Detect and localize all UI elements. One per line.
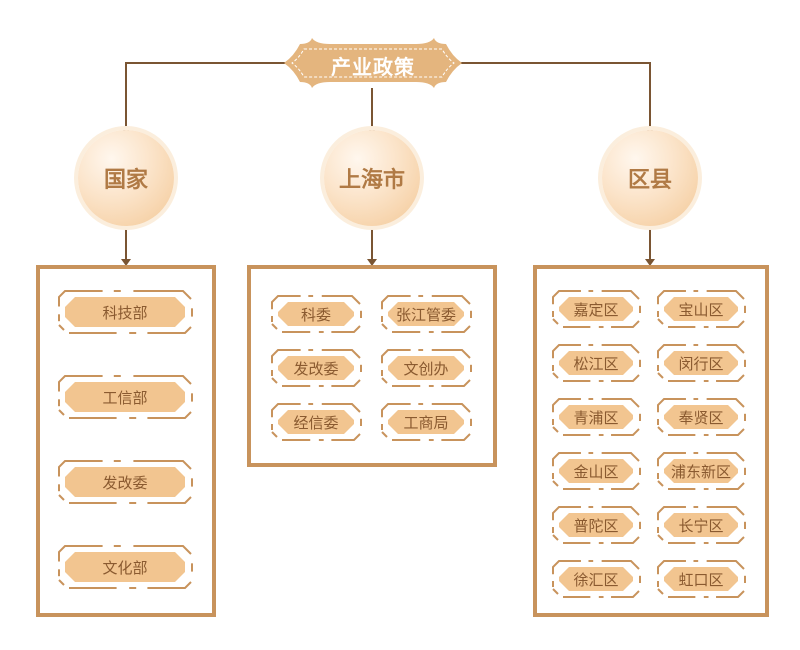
org-tag[interactable]: 长宁区 [654,505,748,545]
tag-frame-shape [552,506,641,544]
tag-frame-shape [271,295,362,333]
org-tag[interactable]: 浦东新区 [654,451,748,491]
tag-frame-shape [657,290,746,328]
tag-frame-shape [271,403,362,441]
tag-frame-shape [58,460,193,504]
arrow-icon [645,259,655,266]
org-tag-label: 张江管委 [395,305,456,324]
org-tag[interactable]: 松江区 [549,343,643,383]
org-tag[interactable]: 文创办 [378,348,474,388]
org-tag[interactable]: 文化部 [55,544,195,590]
org-tag[interactable]: 金山区 [549,451,643,491]
org-tag-label: 科委 [300,305,331,324]
tag-frame-shape [552,344,641,382]
org-tag-label: 松江区 [573,354,619,373]
tag-frame-shape [381,349,472,387]
org-tag[interactable]: 宝山区 [654,289,748,329]
org-tag-label: 发改委 [293,359,339,378]
org-tag[interactable]: 闵行区 [654,343,748,383]
org-tag[interactable]: 青浦区 [549,397,643,437]
category-circle-shanghai[interactable]: 上海市 [324,130,420,226]
tag-frame-shape [58,375,193,419]
tag-frame-shape [381,295,472,333]
org-tag[interactable]: 科委 [268,294,364,334]
org-tag-label: 发改委 [102,473,148,492]
org-tag-label: 徐汇区 [573,570,619,589]
group-box-quxian [533,265,769,617]
org-tag[interactable]: 经信委 [268,402,364,442]
org-tag-label: 科技部 [102,303,148,322]
tag-frame-shape [552,398,641,436]
tag-frame-shape [552,560,641,598]
org-tag-label: 嘉定区 [573,300,619,319]
org-tag[interactable]: 工商局 [378,402,474,442]
org-tag[interactable]: 发改委 [55,459,195,505]
org-tag-label: 普陀区 [573,516,619,535]
org-tag-label: 浦东新区 [670,462,731,481]
category-circle-quxian[interactable]: 区县 [602,130,698,226]
org-tag[interactable]: 发改委 [268,348,364,388]
category-circle-guojia[interactable]: 国家 [78,130,174,226]
root-banner-shape [284,38,462,88]
org-tag-label: 虹口区 [678,570,724,589]
arrow-icon [121,259,131,266]
connector-root-quxian [456,62,651,130]
org-tag[interactable]: 徐汇区 [549,559,643,599]
org-tag[interactable]: 虹口区 [654,559,748,599]
category-label: 上海市 [338,168,405,193]
org-tag[interactable]: 奉贤区 [654,397,748,437]
category-label: 国家 [103,168,148,193]
tag-frame-shape [657,452,746,490]
tag-frame-shape [381,403,472,441]
org-tag-label: 文创办 [403,359,449,378]
tag-frame-shape [657,506,746,544]
org-tag-label: 奉贤区 [678,408,724,427]
org-tag-label: 青浦区 [573,408,619,427]
org-tag-label: 工商局 [403,413,449,432]
tag-frame-shape [657,398,746,436]
category-label: 区县 [627,168,672,193]
org-tag-label: 文化部 [102,558,148,577]
org-tag[interactable]: 张江管委 [378,294,474,334]
org-tag-label: 金山区 [573,462,619,481]
org-tag[interactable]: 科技部 [55,289,195,335]
org-tag[interactable]: 嘉定区 [549,289,643,329]
tag-frame-shape [657,344,746,382]
org-tag-label: 经信委 [293,413,339,432]
org-tag[interactable]: 普陀区 [549,505,643,545]
org-tag-label: 闵行区 [678,354,724,373]
tag-frame-shape [657,560,746,598]
connector-root-guojia [125,62,296,130]
tag-frame-shape [552,290,641,328]
tag-frame-shape [58,545,193,589]
org-tag[interactable]: 工信部 [55,374,195,420]
root-title: 产业政策 [331,54,415,79]
tag-frame-shape [271,349,362,387]
tag-frame-shape [552,452,641,490]
org-tag-label: 长宁区 [678,516,724,535]
arrow-icon [367,259,377,266]
org-tag-label: 宝山区 [678,300,724,319]
org-tag-label: 工信部 [102,388,148,407]
tag-frame-shape [58,290,193,334]
